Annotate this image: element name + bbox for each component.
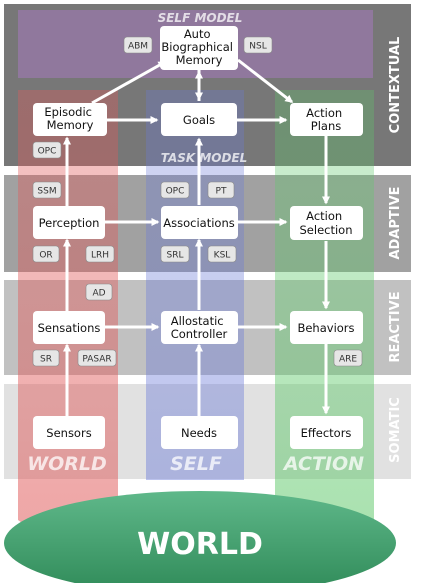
svg-text:Effectors: Effectors — [301, 426, 352, 440]
badge-ksl: KSL — [207, 245, 237, 263]
svg-text:AD: AD — [92, 289, 105, 299]
self-column — [146, 90, 244, 480]
self-column-label: SELF — [170, 453, 222, 475]
svg-text:NSL: NSL — [249, 42, 266, 52]
svg-text:OPC: OPC — [38, 147, 57, 157]
node-episodic-memory: Episodic Memory — [33, 103, 107, 136]
svg-text:Needs: Needs — [181, 426, 217, 440]
somatic-layer-label: SOMATIC — [388, 397, 403, 463]
task-model-label: TASK MODEL — [161, 151, 248, 165]
svg-text:Sensations: Sensations — [38, 321, 101, 335]
arrow-episodic-to-abm — [91, 60, 167, 105]
svg-text:OPC: OPC — [166, 187, 185, 197]
world-base — [4, 491, 396, 587]
badge-pasar: PASAR — [77, 349, 117, 367]
node-sensations: Sensations — [33, 311, 105, 344]
svg-text:Associations: Associations — [163, 216, 234, 230]
svg-text:ABM: ABM — [128, 42, 148, 52]
badge-opc-contextual: OPC — [32, 141, 62, 159]
svg-text:PT: PT — [216, 187, 227, 197]
svg-text:OR: OR — [39, 251, 52, 261]
badge-sr: SR — [32, 349, 60, 367]
adaptive-layer-label: ADAPTIVE — [388, 186, 403, 259]
node-goals: Goals — [161, 103, 237, 136]
node-sensors: Sensors — [33, 416, 105, 449]
node-associations: Associations — [161, 206, 238, 239]
reactive-layer-label: REACTIVE — [388, 291, 403, 362]
badge-opc-adaptive: OPC — [160, 181, 190, 199]
badge-ssm: SSM — [32, 181, 62, 199]
svg-text:SR: SR — [40, 355, 52, 365]
node-auto-biographical-memory: Auto Biographical Memory — [160, 26, 238, 70]
node-perception: Perception — [33, 206, 105, 239]
world-base-label: WORLD — [137, 527, 263, 562]
badge-or: OR — [32, 245, 60, 263]
svg-text:Goals: Goals — [183, 113, 215, 127]
badge-nsl: NSL — [243, 36, 273, 54]
svg-text:SSM: SSM — [37, 187, 56, 197]
node-effectors: Effectors — [290, 416, 363, 449]
svg-text:LRH: LRH — [91, 251, 109, 261]
node-action-selection: Action Selection — [290, 206, 363, 240]
svg-text:ARE: ARE — [339, 355, 357, 365]
svg-text:Action Plans: Action Plans — [306, 106, 346, 133]
svg-text:Sensors: Sensors — [46, 426, 91, 440]
node-action-plans: Action Plans — [290, 103, 363, 136]
self-model-label: SELF MODEL — [158, 11, 243, 25]
node-allostatic-controller: Allostatic Controller — [161, 311, 238, 344]
badge-pt: PT — [207, 181, 235, 199]
badge-srl: SRL — [160, 245, 190, 263]
action-column-label: ACTION — [282, 453, 364, 475]
svg-text:Action Selection: Action Selection — [300, 209, 353, 237]
contextual-layer-label: CONTEXTUAL — [388, 37, 403, 134]
svg-text:Auto Biographical: Auto Biographical Memory — [161, 27, 236, 67]
arrow-abm-to-action-plans — [237, 58, 294, 104]
svg-text:KSL: KSL — [214, 251, 231, 261]
node-needs: Needs — [161, 416, 238, 449]
svg-text:Episodic Memory: Episodic Memory — [44, 105, 95, 132]
badge-abm: ABM — [123, 36, 153, 54]
badge-ad: AD — [85, 283, 113, 301]
world-column-label: WORLD — [27, 453, 107, 475]
svg-text:PASAR: PASAR — [82, 355, 111, 365]
svg-text:Allostatic Controller: Allostatic Controller — [171, 314, 228, 341]
badge-lrh: LRH — [85, 245, 115, 263]
node-behaviors: Behaviors — [290, 311, 363, 344]
svg-text:Perception: Perception — [39, 216, 100, 230]
svg-text:Behaviors: Behaviors — [297, 321, 354, 335]
svg-text:SRL: SRL — [167, 251, 184, 261]
badge-are: ARE — [333, 349, 363, 367]
